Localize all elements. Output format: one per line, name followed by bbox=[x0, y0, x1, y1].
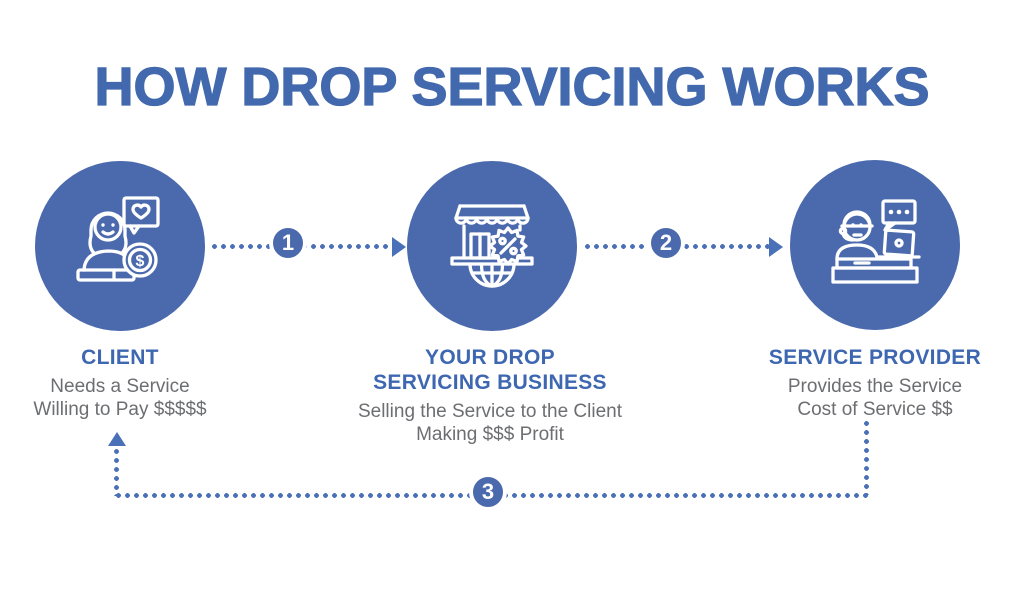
service-provider-laptop-icon bbox=[831, 199, 921, 284]
business-heading-line-2: SERVICING BUSINESS bbox=[373, 371, 607, 394]
page-title: HOW DROP SERVICING WORKS bbox=[94, 56, 930, 117]
coin-dollar-glyph: $ bbox=[136, 253, 145, 270]
arrowhead-right-2 bbox=[769, 237, 783, 257]
step-badge-2: 2 bbox=[647, 224, 685, 262]
client-woman-icon: $ bbox=[76, 196, 160, 282]
step-heading-provider: SERVICE PROVIDER bbox=[768, 346, 982, 369]
business-circle bbox=[407, 161, 577, 331]
storefront-discount-globe-icon bbox=[450, 204, 534, 288]
client-line-1: Needs a Service bbox=[50, 376, 190, 397]
step-heading-client: CLIENT bbox=[81, 346, 159, 369]
client-line-2: Willing to Pay $$$$$ bbox=[33, 399, 207, 420]
business-line-2: Making $$$ Profit bbox=[416, 424, 564, 445]
business-label: YOUR DROP SERVICING BUSINESS Selling the… bbox=[330, 345, 650, 446]
step-badge-3: 3 bbox=[469, 473, 507, 511]
provider-line-1: Provides the Service bbox=[787, 376, 963, 397]
client-circle: $ bbox=[35, 161, 205, 331]
arrowhead-up-3 bbox=[108, 432, 126, 446]
step-heading-business: YOUR DROP SERVICING BUSINESS bbox=[330, 345, 650, 395]
business-heading-line-1: YOUR DROP bbox=[425, 346, 555, 369]
provider-circle bbox=[790, 160, 960, 330]
provider-label: SERVICE PROVIDER Provides the Service Co… bbox=[745, 345, 1005, 421]
step-badge-1: 1 bbox=[269, 224, 307, 262]
arrowhead-right-1 bbox=[392, 237, 406, 257]
business-line-1: Selling the Service to the Client bbox=[357, 401, 623, 422]
client-label: CLIENT Needs a Service Willing to Pay $$… bbox=[0, 345, 250, 421]
dotted-connector-3-down bbox=[864, 419, 869, 495]
provider-line-2: Cost of Service $$ bbox=[797, 399, 953, 420]
dotted-connector-3-up bbox=[114, 447, 119, 496]
